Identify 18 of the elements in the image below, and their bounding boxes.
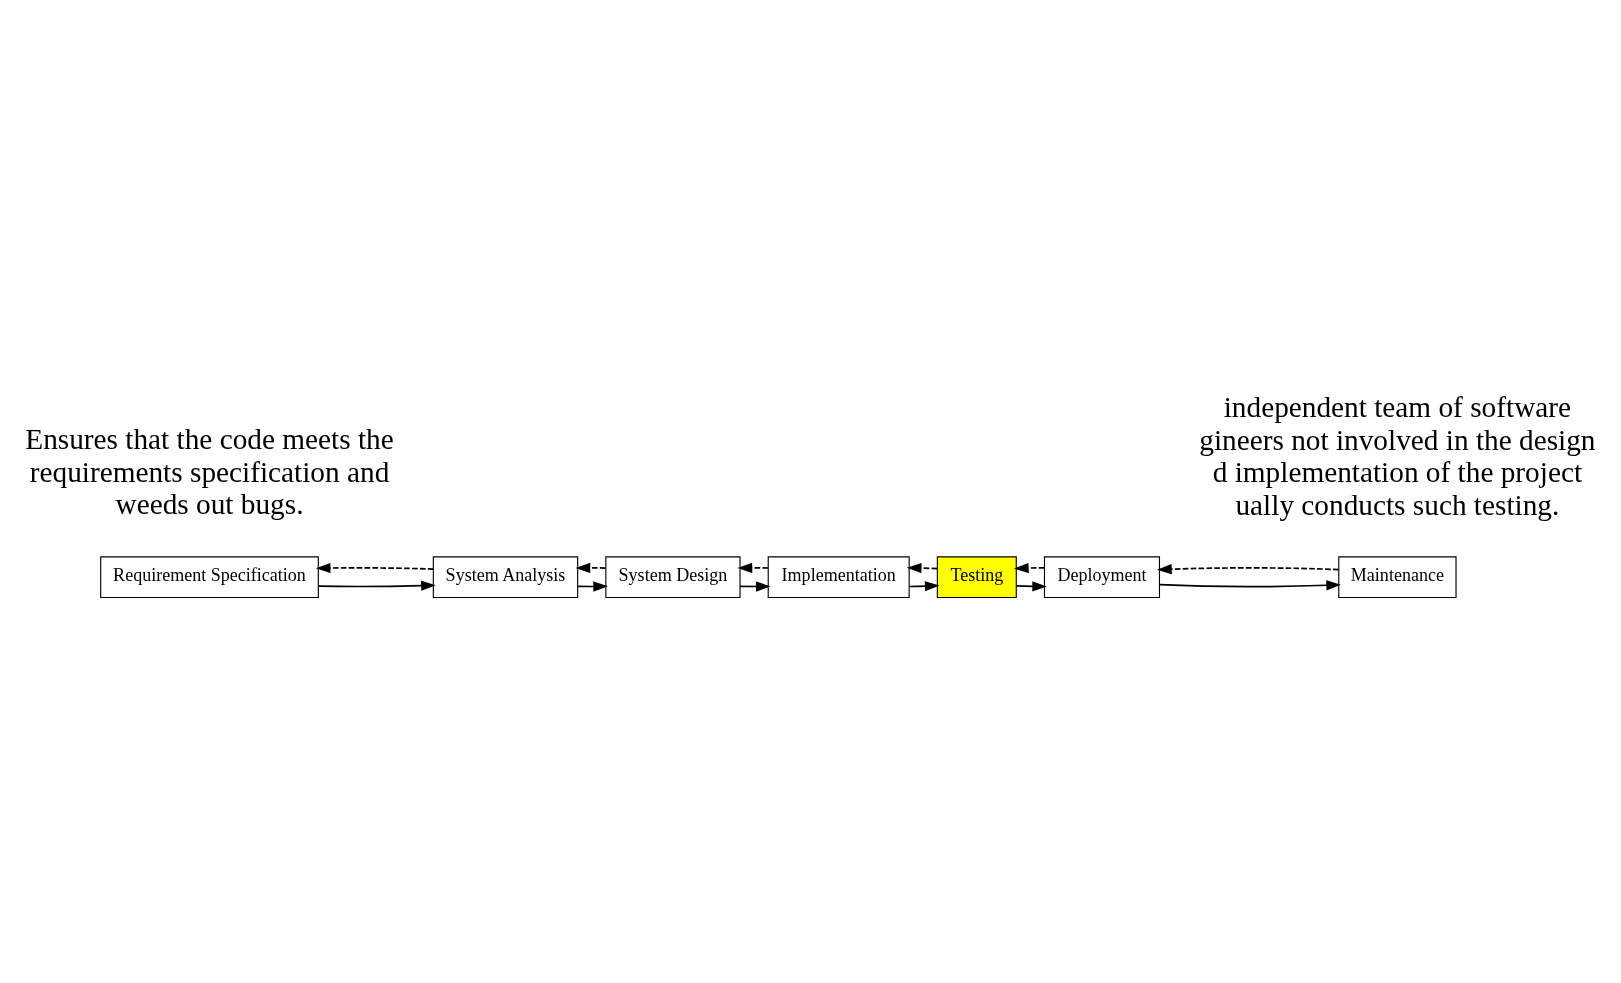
arrow <box>1015 581 1047 592</box>
arrow <box>906 562 938 574</box>
node-box: Deployment <box>1043 556 1161 599</box>
arrow <box>1158 580 1341 591</box>
label: Ensures that the code meets the requirements specification and weeds out bugs. <box>25 422 394 521</box>
arrow <box>737 562 769 574</box>
node-box: System Analysis <box>432 556 579 599</box>
node-box: System Design <box>605 556 741 599</box>
arrow <box>317 580 436 591</box>
label: independent team of software gineers not involved in the design d implementation of the project ually conducts such testing. <box>1199 390 1596 521</box>
node-box: Maintenance <box>1338 556 1457 599</box>
arrow <box>1013 562 1046 574</box>
node-box: Implementation <box>767 556 910 599</box>
node-box: Testing <box>936 556 1017 599</box>
arrow <box>315 562 435 574</box>
arrow <box>1157 564 1340 575</box>
arrow <box>575 562 607 574</box>
node-box: Requirement Specification <box>100 556 319 599</box>
